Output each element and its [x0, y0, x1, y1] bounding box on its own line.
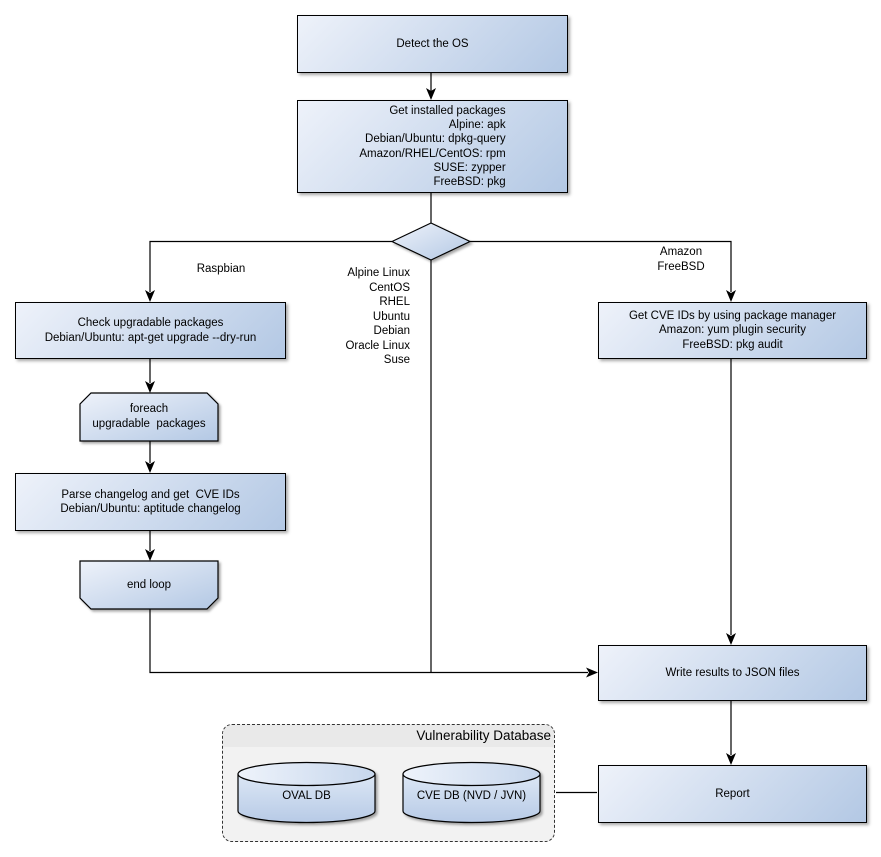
arrow-into-write-top — [726, 633, 736, 645]
line-decision-to-left — [149, 240, 392, 292]
arrow-into-getcve — [726, 290, 736, 302]
arrow-into-endloop — [145, 549, 155, 561]
node-write-results: Write results to JSON files — [598, 645, 867, 701]
arrow-into-report — [726, 753, 736, 765]
node-report-label: Report — [715, 787, 750, 800]
node-get-cve-ids-label: Get CVE IDs by using package manager Ama… — [628, 310, 837, 351]
node-write-results-label: Write results to JSON files — [665, 666, 800, 679]
node-detect-os: Detect the OS — [297, 15, 568, 73]
loop-begin-label: foreach upgradable packages — [92, 403, 206, 430]
node-report: Report — [598, 765, 867, 823]
flow-lines — [149, 72, 732, 794]
edge-label-os-list: Alpine Linux CentOS RHEL Ubuntu Debian O… — [345, 267, 410, 366]
arrow-into-write-left — [586, 667, 598, 678]
oval-db-cylinder-body — [237, 773, 376, 824]
node-check-upgradable: Check upgradable packages Debian/Ubuntu:… — [15, 302, 286, 359]
arrow-into-parse — [145, 461, 155, 473]
node-get-installed-packages: Get installed packages Alpine: apk Debia… — [297, 100, 568, 193]
node-get-cve-ids: Get CVE IDs by using package manager Ama… — [598, 302, 867, 359]
vulnerability-database-title: Vulnerability Database — [223, 725, 554, 747]
oval-db-cylinder — [237, 761, 376, 824]
decision-diamond — [390, 222, 472, 261]
oval-db-cylinder-top — [237, 761, 376, 787]
oval-db-label: OVAL DB — [282, 790, 331, 802]
edge-label-raspbian: Raspbian — [196, 263, 246, 275]
cve-db-cylinder-body — [402, 773, 541, 824]
arrow-into-check — [145, 290, 155, 302]
cve-db-label: CVE DB (NVD / JVN) — [416, 790, 527, 802]
node-get-installed-packages-label: Get installed packages Alpine: apk Debia… — [359, 104, 506, 188]
line-endloop-to-write — [149, 609, 588, 674]
node-check-upgradable-label: Check upgradable packages Debian/Ubuntu:… — [44, 317, 257, 344]
loop-end-shape — [79, 560, 219, 610]
arrowheads — [145, 88, 736, 765]
line-decision-to-right — [470, 240, 732, 292]
loop-begin-shape — [79, 392, 219, 442]
arrow-into-packages — [426, 88, 436, 100]
node-parse-changelog: Parse changelog and get CVE IDs Debian/U… — [15, 473, 286, 531]
node-detect-os-label: Detect the OS — [396, 37, 469, 50]
node-parse-changelog-label: Parse changelog and get CVE IDs Debian/U… — [60, 488, 241, 515]
arrow-into-foreach — [145, 381, 155, 393]
cve-db-cylinder — [402, 761, 541, 824]
cve-db-cylinder-top — [402, 761, 541, 787]
loop-end-label: end loop — [126, 579, 172, 591]
edge-label-amazon-freebsd: Amazon FreeBSD — [657, 246, 705, 273]
